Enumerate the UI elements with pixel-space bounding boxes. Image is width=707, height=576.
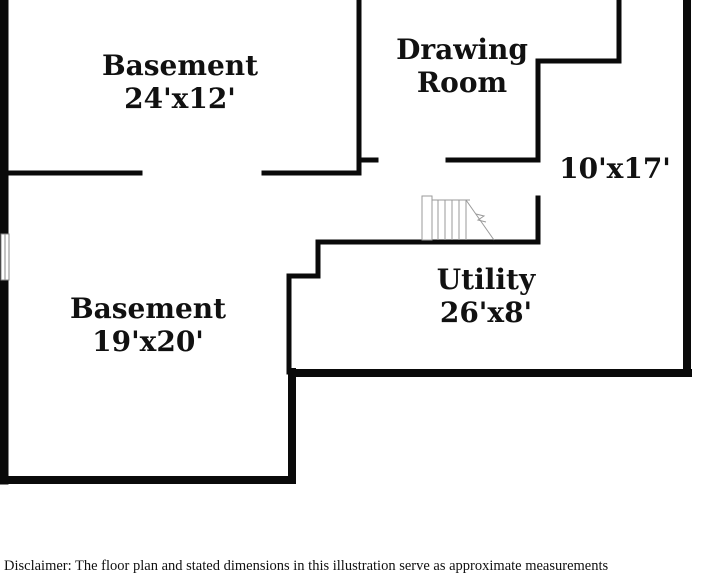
room-dimensions: 26'x8' (439, 296, 533, 329)
staircase-icon (421, 195, 495, 241)
stair-landing (421, 195, 433, 241)
walls (0, 0, 692, 485)
disclaimer-text: Disclaimer: The floor plan and stated di… (4, 558, 609, 574)
room-dimensions: 24'x12' (124, 82, 236, 115)
room-label-basement-top: Basement 24'x12' (80, 49, 280, 115)
room-label-drawing-room-dimensions: 10'x17' (555, 152, 675, 185)
floor-plan (0, 0, 692, 485)
stair-break-mark (475, 213, 487, 223)
window (0, 233, 10, 281)
room-name: Basement (101, 49, 259, 82)
room-label-drawing-room: Drawing Room (376, 33, 548, 99)
room-name-line1: Drawing (396, 33, 528, 66)
room-label-utility: Utility 26'x8' (406, 263, 566, 329)
room-dimensions: 19'x20' (92, 325, 204, 358)
room-name-line2: Room (416, 66, 508, 99)
room-label-basement-bottom: Basement 19'x20' (48, 292, 248, 358)
room-name: Basement (69, 292, 227, 325)
room-dimensions: 10'x17' (559, 152, 671, 185)
room-name: Utility (436, 263, 536, 296)
